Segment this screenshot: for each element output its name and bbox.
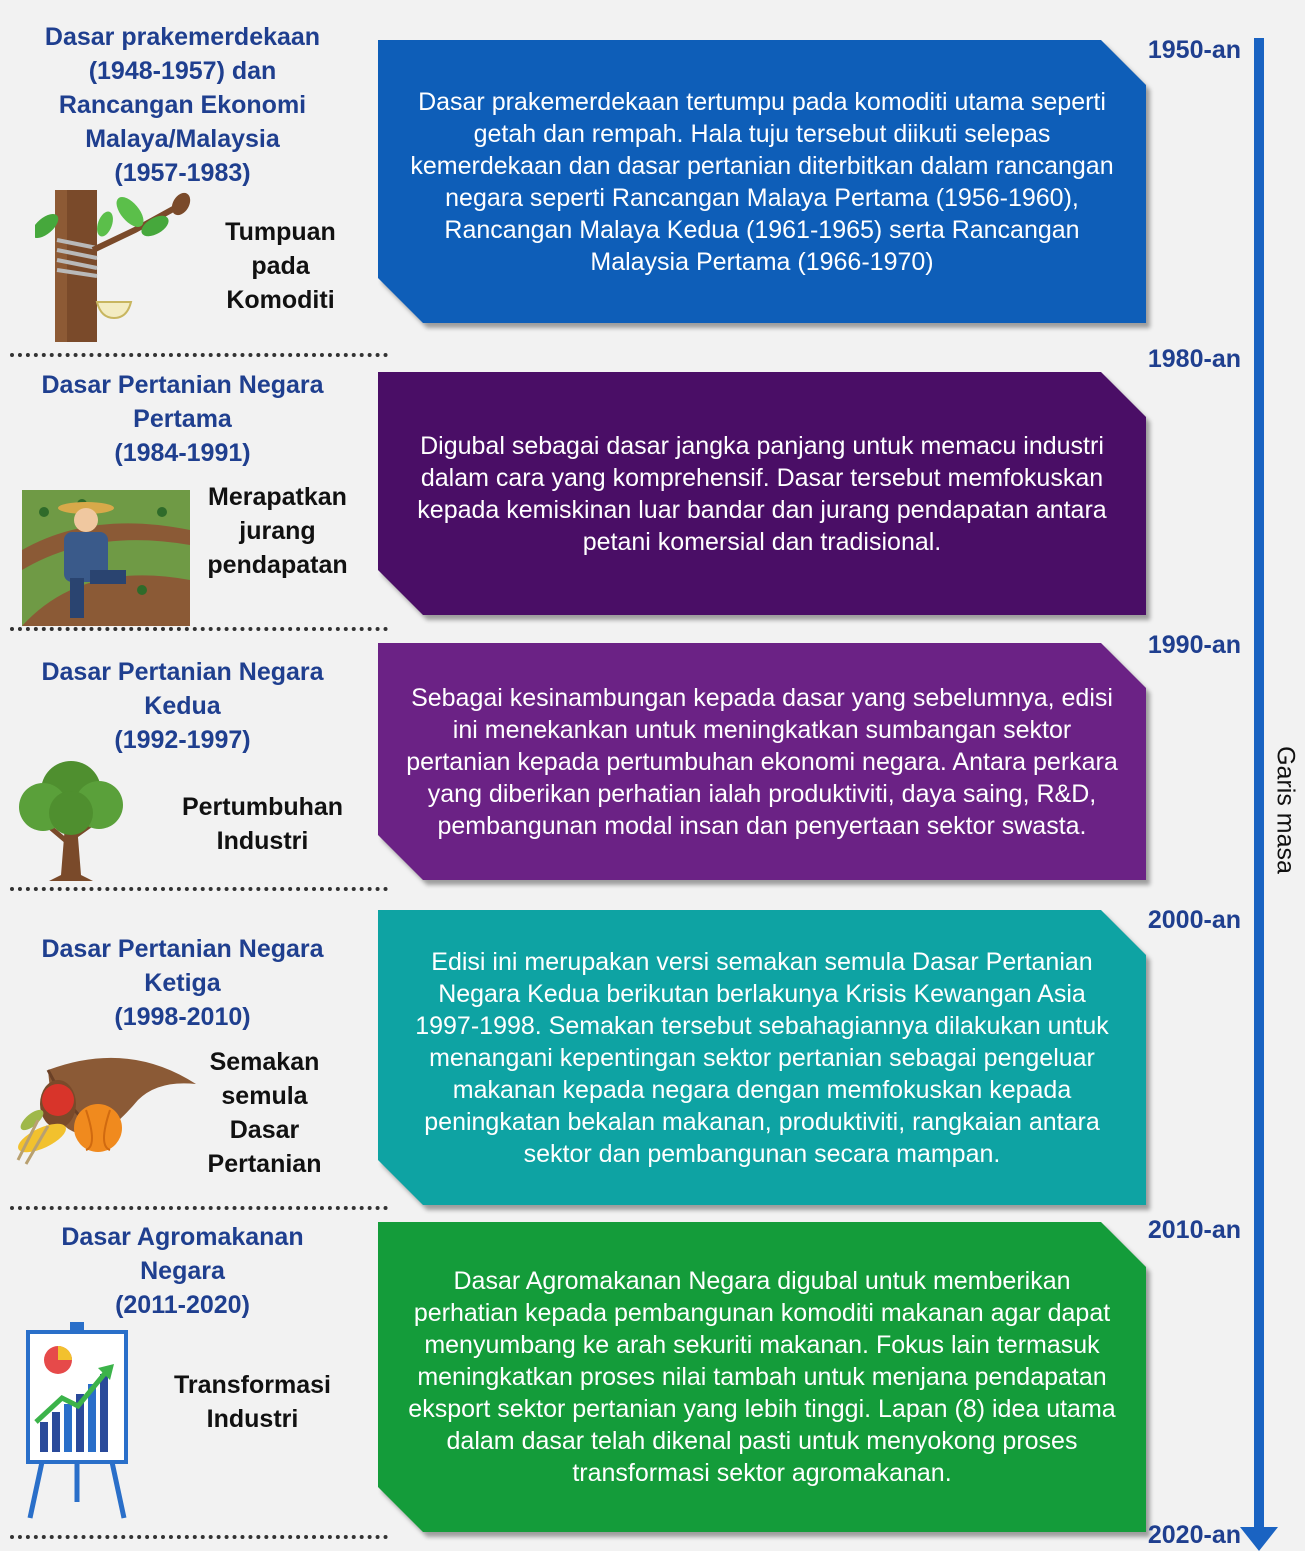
divider-2 (10, 627, 388, 631)
phase-4-card: Edisi ini merupakan versi semakan semula… (378, 910, 1146, 1205)
phase-1-title: Dasar prakemerdekaan (1948-1957) dan Ran… (44, 23, 321, 187)
timeline-axis-label: Garis masa (1271, 746, 1300, 874)
phase-5-card: Dasar Agromakanan Negara digubal untuk m… (378, 1222, 1146, 1532)
phase-4-focus: Semakan semula Dasar Pertanian (207, 1048, 322, 1178)
decade-label-2010: 2010-an (1147, 1216, 1241, 1244)
phase-3-card: Sebagai kesinambungan kepada dasar yang … (378, 643, 1146, 880)
divider-4 (10, 1206, 388, 1210)
growth-chart-board-icon (26, 1322, 128, 1519)
phase-5-description: Dasar Agromakanan Negara digubal untuk m… (408, 1267, 1116, 1487)
phase-5-card-background: Dasar Agromakanan Negara digubal untuk m… (378, 1222, 1146, 1532)
timeline-axis-line (1254, 38, 1264, 1528)
phase-4-description: Edisi ini merupakan versi semakan semula… (415, 947, 1109, 1168)
phase-2-title: Dasar Pertanian Negara Pertama (1984-199… (41, 371, 324, 467)
divider-3 (10, 887, 388, 891)
phase-1-description: Dasar prakemerdekaan tertumpu pada komod… (410, 87, 1114, 276)
tree-icon (19, 761, 123, 881)
farmer-icon (22, 490, 190, 626)
phase-3-title: Dasar Pertanian Negara Kedua (1992-1997) (41, 658, 324, 754)
phase-2-description: Digubal sebagai dasar jangka panjang unt… (417, 431, 1107, 556)
phase-1-focus: Tumpuan pada Komoditi (225, 218, 336, 314)
rubber-tree-tapping-icon (35, 190, 191, 342)
phase-4-title: Dasar Pertanian Negara Ketiga (1998-2010… (41, 935, 324, 1031)
timeline-arrow-head-icon (1240, 1527, 1278, 1551)
phase-2-focus: Merapatkan jurang pendapatan (207, 483, 348, 579)
phase-3-description: Sebagai kesinambungan kepada dasar yang … (406, 683, 1118, 840)
decade-label-1950: 1950-an (1147, 36, 1241, 64)
phase-5-title: Dasar Agromakanan Negara (2011-2020) (61, 1223, 304, 1319)
phase-4-card-background: Edisi ini merupakan versi semakan semula… (378, 910, 1146, 1205)
decade-label-1980: 1980-an (1147, 345, 1241, 373)
decade-label-2020: 2020-an (1147, 1521, 1241, 1549)
phase-2-card-background: Digubal sebagai dasar jangka panjang unt… (378, 372, 1146, 615)
phase-1-card: Dasar prakemerdekaan tertumpu pada komod… (378, 40, 1146, 323)
phase-2-card: Digubal sebagai dasar jangka panjang unt… (378, 372, 1146, 615)
phase-1-card-background: Dasar prakemerdekaan tertumpu pada komod… (378, 40, 1146, 323)
phase-3-focus: Pertumbuhan Industri (181, 793, 344, 855)
divider-5 (10, 1535, 388, 1539)
phase-3-card-background: Sebagai kesinambungan kepada dasar yang … (378, 643, 1146, 880)
divider-1 (10, 353, 388, 357)
cornucopia-icon (16, 1057, 196, 1165)
decade-label-2000: 2000-an (1147, 906, 1241, 934)
phase-5-focus: Transformasi Industri (173, 1371, 331, 1433)
decade-label-1990: 1990-an (1147, 631, 1241, 659)
